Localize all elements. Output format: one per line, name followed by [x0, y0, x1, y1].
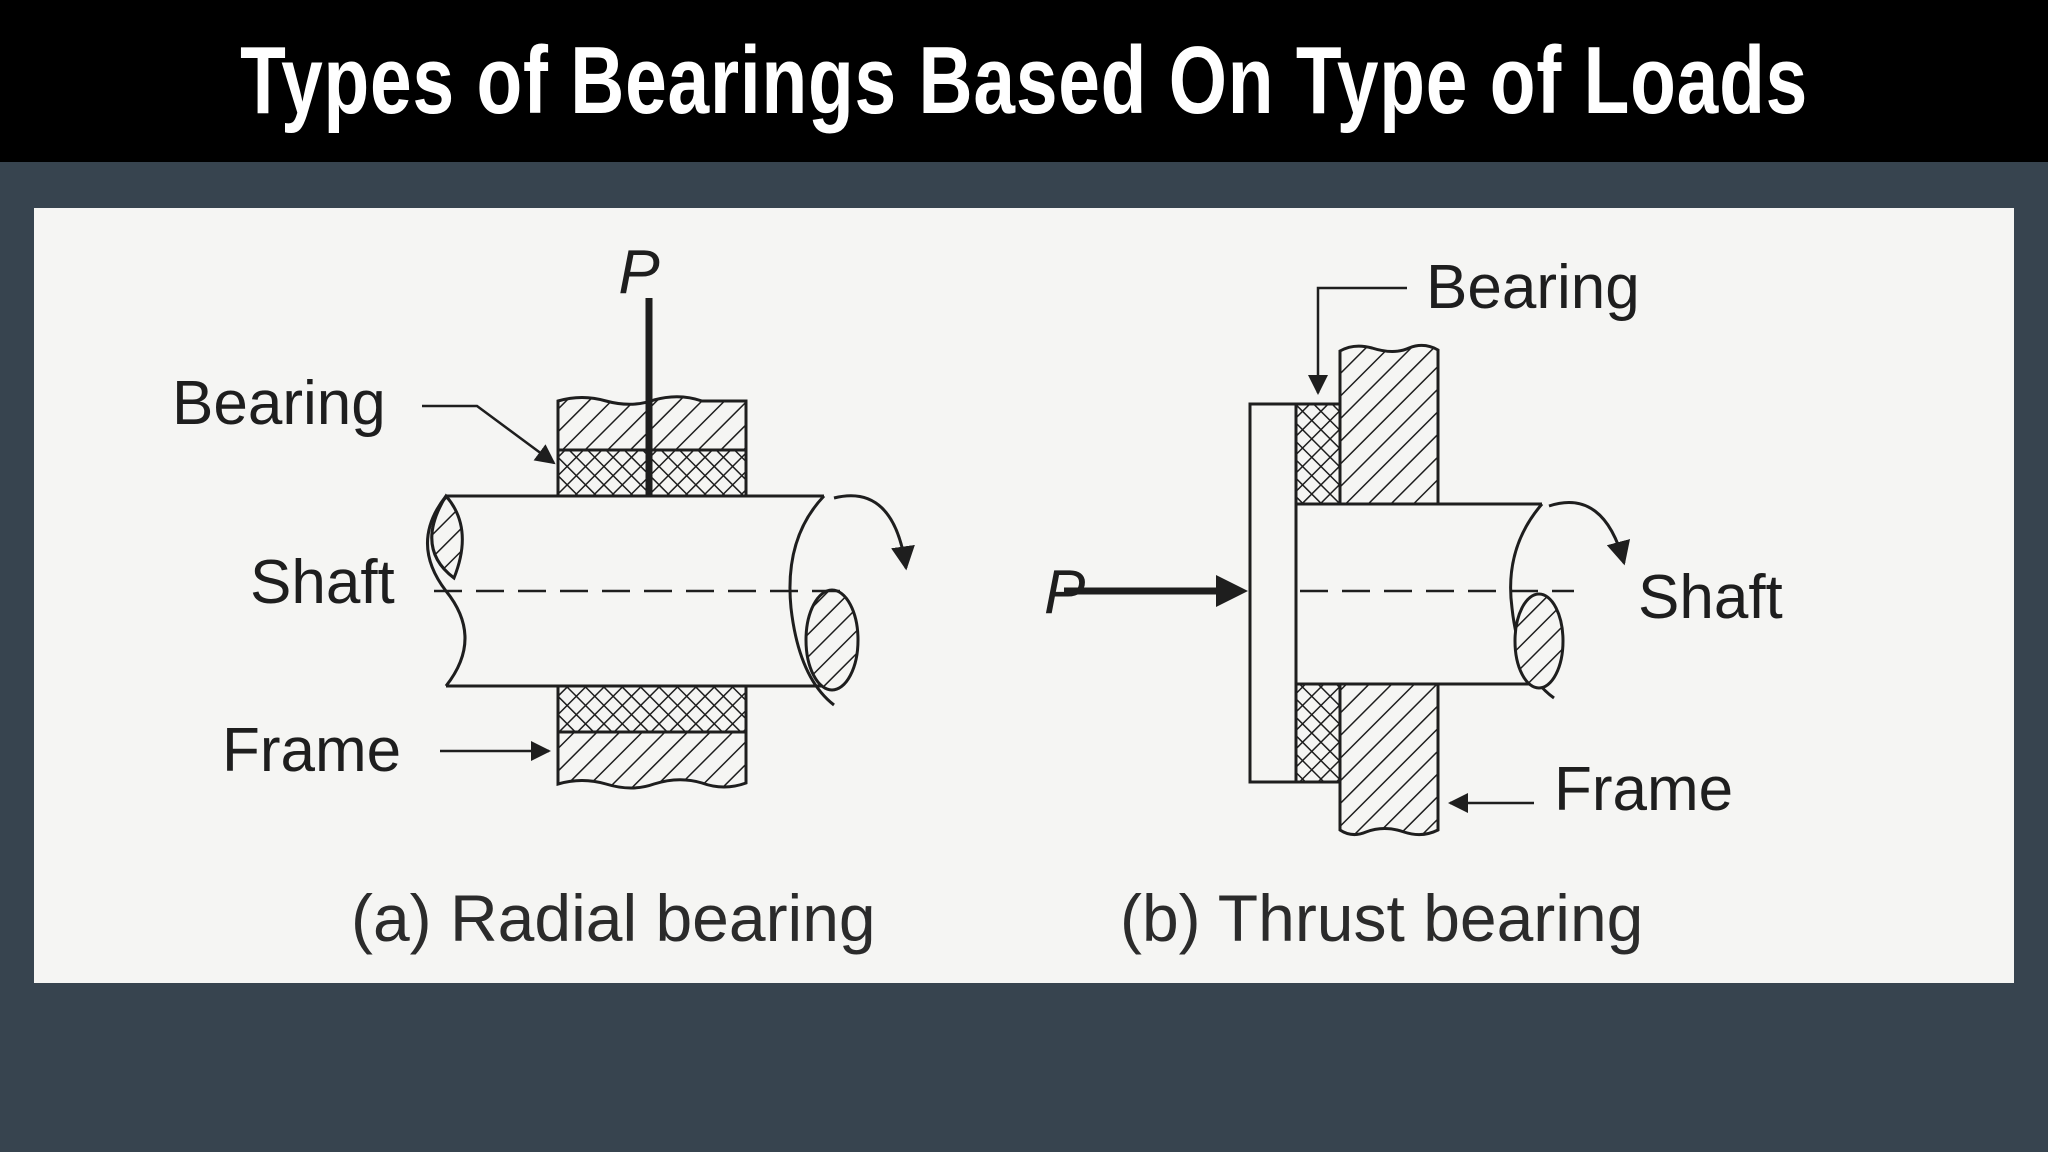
thrust-collar — [1248, 402, 1298, 784]
thrust-bearing-label: Bearing — [1426, 253, 1640, 322]
radial-bearing-figure: P Bearing Shaft Frame (a) Radial bearing — [172, 238, 915, 955]
thrust-bearing-leader — [1308, 286, 1407, 395]
thrust-load-label: P — [1044, 558, 1085, 627]
thrust-shaft-end-face — [1513, 592, 1565, 690]
thrust-bearing-bottom — [1294, 682, 1342, 784]
radial-load-label: P — [618, 238, 659, 307]
thrust-load-arrowhead — [1216, 575, 1248, 607]
radial-shaft-end — [788, 494, 835, 707]
page-title: Types of Bearings Based On Type of Loads — [240, 27, 1808, 134]
thrust-rotation-arrow — [1548, 501, 1631, 566]
bearing-diagram: P Bearing Shaft Frame (a) Radial bearing — [34, 208, 2014, 983]
radial-bearing-leader — [422, 404, 556, 465]
thrust-frame-label: Frame — [1554, 755, 1733, 824]
diagram-canvas: P Bearing Shaft Frame (a) Radial bearing — [172, 238, 1783, 955]
thrust-caption: (b) Thrust bearing — [1120, 881, 1643, 955]
thrust-shaft-label: Shaft — [1638, 563, 1783, 632]
thrust-bearing-top — [1294, 402, 1342, 506]
radial-shaft-end-face — [804, 588, 860, 692]
radial-bearing-label: Bearing — [172, 369, 386, 438]
radial-shaft-label: Shaft — [250, 548, 395, 617]
radial-caption: (a) Radial bearing — [351, 881, 876, 955]
radial-shaft-cut-left — [430, 493, 464, 581]
radial-bearing-bottom — [556, 684, 748, 734]
thrust-frame-bottom — [1338, 682, 1440, 837]
thrust-frame-top — [1338, 343, 1440, 506]
radial-frame-bottom — [556, 730, 748, 790]
radial-rotation-arrow — [833, 494, 915, 571]
radial-frame-label: Frame — [222, 716, 401, 785]
thrust-bearing-figure: P Bearing Shaft Frame (b) Thrust bearing — [1044, 253, 1783, 955]
thrust-shaft — [1296, 502, 1542, 686]
title-bar: Types of Bearings Based On Type of Loads — [0, 0, 2048, 162]
